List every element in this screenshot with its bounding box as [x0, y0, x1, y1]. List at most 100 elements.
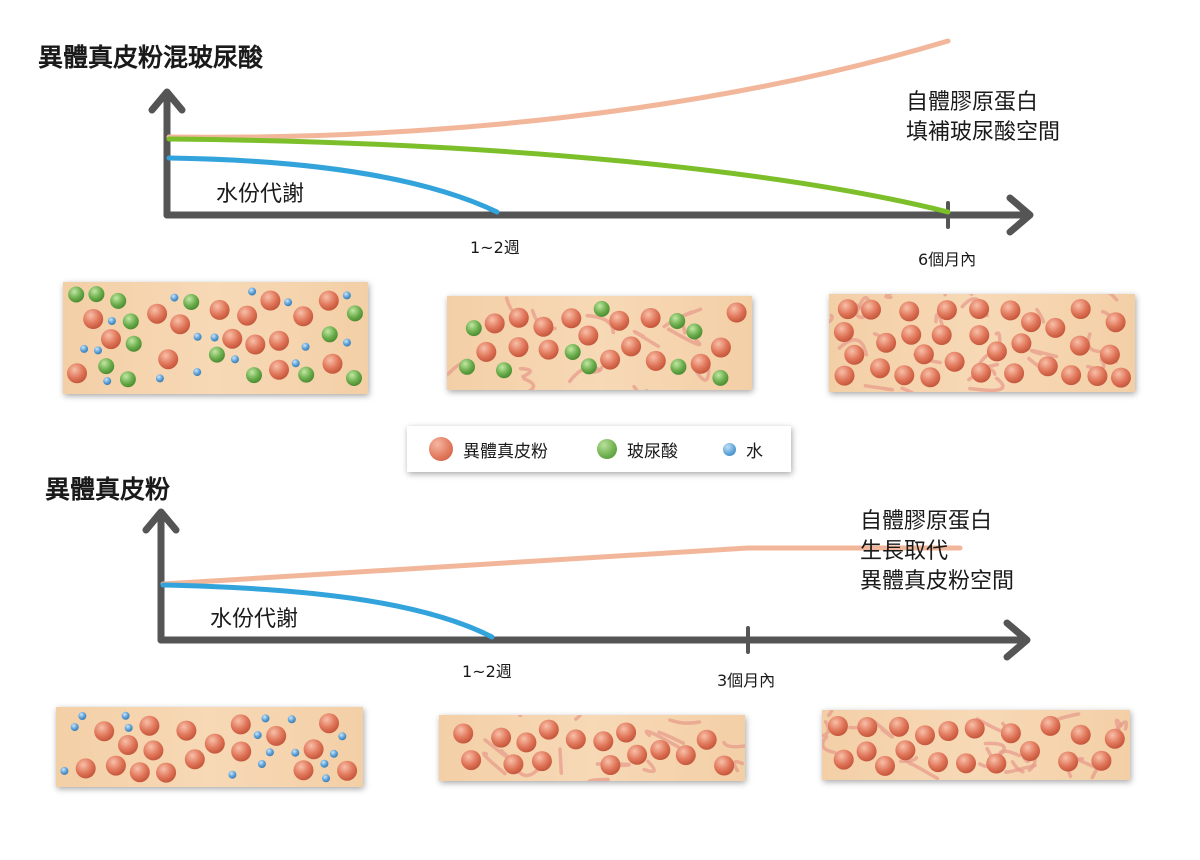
- water-particle: [124, 723, 133, 732]
- collagen-fiber: [732, 760, 745, 773]
- bottom-panel-2weeks: [439, 715, 745, 781]
- hyaluronic-particle: [298, 366, 315, 383]
- hyaluronic-particle: [593, 300, 610, 317]
- dermal-powder-particle: [222, 328, 243, 349]
- collagen-fiber: [829, 313, 834, 324]
- legend-item-water: 水: [723, 426, 763, 472]
- bottom-annotation-line: 生長取代: [860, 539, 949, 564]
- collagen-fiber: [1004, 763, 1037, 775]
- dermal-powder-particle: [508, 307, 529, 328]
- top-collagen-curve: [166, 38, 951, 140]
- top-x-arrow-icon: [1006, 194, 1034, 236]
- collagen-fiber: [518, 366, 532, 379]
- dermal-powder-particle: [899, 301, 920, 322]
- dermal-powder-particle: [837, 299, 858, 320]
- top-panel-2weeks: [447, 296, 752, 390]
- dermal-powder-particle: [621, 336, 642, 357]
- hyaluronic-particle: [122, 313, 139, 330]
- dermal-powder-particle: [1105, 312, 1126, 333]
- top-y-arrow-icon: [148, 88, 186, 114]
- dermal-powder-particle: [578, 325, 599, 346]
- hyaluronic-particle: [564, 344, 581, 360]
- water-particle: [322, 774, 330, 783]
- hyaluronic-particle: [125, 335, 142, 352]
- collagen-fiber: [863, 384, 894, 392]
- water-particle: [170, 293, 179, 302]
- dermal-powder-particle: [156, 762, 177, 783]
- dermal-powder-particle: [94, 721, 115, 742]
- dermal-powder-particle: [971, 362, 991, 383]
- collagen-fiber: [1029, 348, 1059, 359]
- top-tick-label-2: 6個月內: [918, 250, 977, 269]
- collagen-fiber: [837, 338, 869, 357]
- collagen-fiber: [668, 718, 702, 725]
- legend-label: 異體真皮粉: [463, 441, 548, 462]
- hyaluronic-particle: [110, 292, 127, 309]
- legend-item-hyaluronic: 玻尿酸: [597, 426, 678, 472]
- water-particle: [94, 346, 102, 355]
- dermal-powder-particle: [538, 719, 559, 740]
- dermal-powder-particle: [269, 359, 289, 380]
- dermal-powder-particle: [876, 332, 897, 353]
- dermal-powder-particle: [1061, 365, 1082, 386]
- bottom-annotation-line: 自體膠原蛋白: [860, 509, 993, 534]
- dermal-powder-particle: [870, 358, 890, 379]
- dermal-powder-particle: [938, 721, 959, 741]
- dermal-powder-particle: [237, 305, 258, 326]
- water-particle: [284, 298, 293, 307]
- hyaluronic-particle: [580, 358, 597, 375]
- collagen-fiber: [574, 715, 583, 721]
- bottom-tick-label-2: 3個月內: [717, 671, 776, 690]
- bottom-annotation: 自體膠原蛋白 生長取代 異體真皮粉空間: [860, 507, 1014, 597]
- collagen-fiber: [900, 386, 915, 392]
- dermal-powder-particle: [895, 740, 916, 761]
- dermal-powder-particle: [538, 339, 559, 360]
- dermal-powder-particle: [260, 290, 281, 311]
- water-particle: [291, 359, 300, 368]
- bottom-panel-initial: [56, 707, 363, 787]
- dermal-powder-particle: [627, 744, 648, 765]
- dermal-powder-particle: [696, 729, 717, 750]
- hyaluronic-particle: [98, 358, 115, 375]
- collagen-fiber: [644, 729, 680, 749]
- dermal-powder-particle: [319, 713, 339, 734]
- dermal-powder-particle: [1040, 715, 1061, 736]
- water-particle: [343, 338, 351, 347]
- dermal-powder-particle: [969, 325, 990, 346]
- dermal-powder-particle: [936, 300, 957, 321]
- dermal-powder-particle: [889, 716, 909, 737]
- collagen-fiber: [585, 313, 615, 335]
- dermal-powder-particle: [833, 322, 854, 342]
- hyaluronic-particle: [669, 313, 686, 329]
- hyaluronic-particle: [208, 346, 225, 363]
- dermal-powder-particle: [986, 753, 1007, 774]
- dermal-powder-particle: [894, 365, 915, 386]
- dermal-powder-particle: [83, 309, 104, 329]
- collagen-fiber: [482, 751, 507, 776]
- dermal-powder-particle: [915, 725, 935, 746]
- water-particle: [257, 760, 266, 768]
- top-annotation: 自體膠原蛋白 填補玻尿酸空間: [906, 88, 1060, 148]
- dermal-powder-particle: [266, 725, 287, 746]
- bottom-metabolism-label: 水份代謝: [210, 607, 299, 632]
- dermal-powder-particle: [913, 344, 934, 365]
- dermal-powder-particle: [1045, 317, 1066, 338]
- collagen-fiber: [1107, 294, 1119, 302]
- dermal-powder-particle: [600, 349, 621, 370]
- hyaluronic-particle: [496, 362, 512, 379]
- water-particle: [261, 714, 270, 723]
- water-particle: [287, 715, 296, 724]
- dermal-powder-particle: [675, 745, 696, 766]
- top-panel-6months: [829, 294, 1135, 392]
- water-particle: [155, 374, 164, 383]
- dermal-powder-particle: [1020, 741, 1040, 761]
- dermal-powder-particle: [245, 334, 266, 355]
- collagen-fiber: [826, 710, 834, 718]
- water-swatch-icon: [723, 442, 736, 456]
- water-particle: [338, 732, 347, 741]
- water-particle: [80, 344, 89, 353]
- dermal-powder-particle: [503, 754, 524, 775]
- dermal-powder-particle: [1070, 724, 1091, 745]
- dermal-powder-particle: [834, 365, 855, 386]
